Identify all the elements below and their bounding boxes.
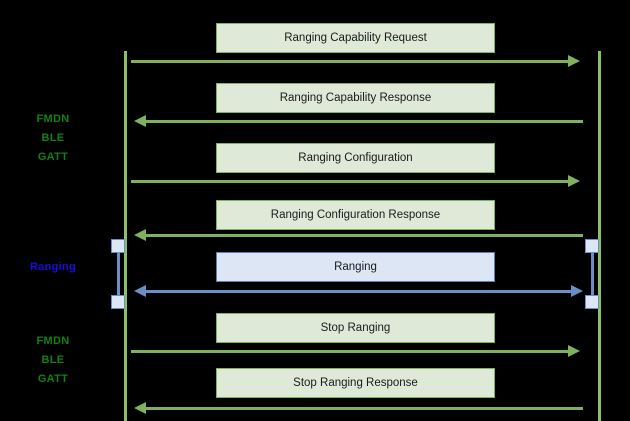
lifeline-left	[124, 51, 127, 421]
phase-label-fmdn-ble-gatt-top: FMDN BLE GATT	[36, 113, 70, 163]
message-arrow-ranging-configuration	[131, 175, 580, 187]
activation-bar-right	[591, 248, 594, 302]
activation-box-left-end	[111, 295, 125, 309]
message-arrow-ranging-configuration-response	[134, 229, 583, 241]
message-arrow-ranging-bidirectional	[134, 285, 583, 297]
message-box-ranging-configuration-response: Ranging Configuration Response	[216, 200, 495, 230]
phase-label-ranging: Ranging	[29, 261, 77, 273]
activation-box-left-start	[111, 239, 125, 253]
message-arrow-ranging-capability-response	[134, 115, 583, 127]
activation-bar-left	[117, 248, 120, 302]
phase-label-fmdn-ble-gatt-bottom: FMDN BLE GATT	[36, 335, 70, 385]
message-box-ranging-configuration: Ranging Configuration	[216, 143, 495, 173]
message-box-ranging-capability-response: Ranging Capability Response	[216, 83, 495, 113]
message-box-stop-ranging-response: Stop Ranging Response	[216, 368, 495, 398]
lifeline-right	[598, 51, 601, 421]
message-arrow-stop-ranging	[131, 345, 580, 357]
message-arrow-ranging-capability-request	[131, 55, 580, 67]
activation-box-right-start	[585, 239, 599, 253]
message-box-ranging: Ranging	[216, 252, 495, 282]
activation-box-right-end	[585, 295, 599, 309]
message-arrow-stop-ranging-response	[134, 402, 583, 414]
message-box-stop-ranging: Stop Ranging	[216, 313, 495, 343]
message-box-ranging-capability-request: Ranging Capability Request	[216, 23, 495, 53]
